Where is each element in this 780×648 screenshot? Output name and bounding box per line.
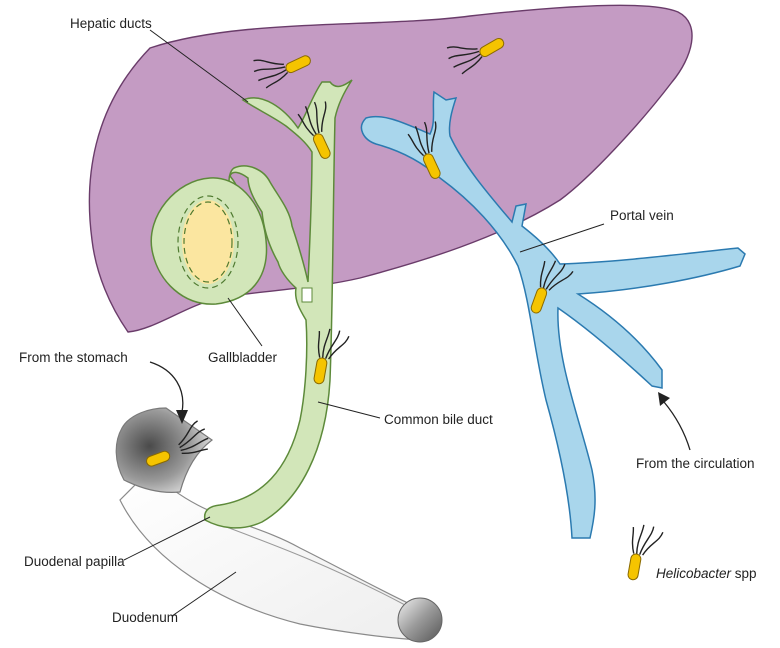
- label-duodenal-papilla: Duodenal papilla: [24, 554, 125, 569]
- label-portal-vein: Portal vein: [610, 208, 674, 223]
- arrowhead-from-circulation: [658, 392, 670, 406]
- label-common-bile-duct: Common bile duct: [384, 412, 493, 427]
- leader-gallbladder: [228, 298, 262, 346]
- gallstone: [182, 200, 234, 284]
- duct-gap: [302, 288, 312, 302]
- label-from-the-stomach: From the stomach: [19, 350, 128, 365]
- legend-name-suffix: spp: [731, 566, 757, 581]
- label-hepatic-ducts: Hepatic ducts: [70, 16, 152, 31]
- arrow-from-stomach: [150, 362, 183, 412]
- duodenum-end: [398, 598, 442, 642]
- arrow-from-circulation: [664, 402, 690, 450]
- label-duodenum: Duodenum: [112, 610, 178, 625]
- label-from-the-circulation: From the circulation: [636, 456, 755, 471]
- stomach-opening: [116, 408, 212, 492]
- legend-label: Helicobacter spp: [656, 566, 757, 581]
- label-gallbladder: Gallbladder: [208, 350, 278, 365]
- legend-name-italic: Helicobacter: [656, 566, 732, 581]
